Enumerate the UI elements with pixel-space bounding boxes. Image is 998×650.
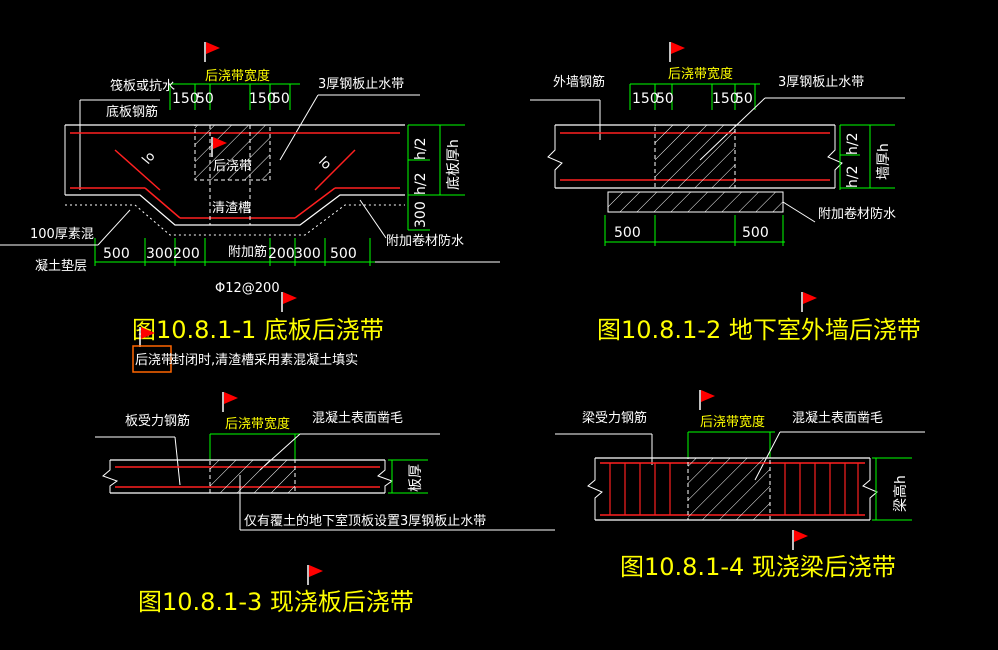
fig1-title: 图10.8.1-1 底板后浇带 [132,316,384,344]
fig1-waterproof-label: 附加卷材防水 [386,233,464,249]
fig2-thickness-label: 墙厚h [876,143,892,180]
fig2-dim-top-1: 150 [632,91,659,107]
fig2-dim-top-4: 50 [735,91,753,107]
fig1-h-half-1: h/2 [413,138,429,161]
fig1-cushion-label-2: 凝土垫层 [35,258,87,274]
fig1-bottom-rebar-label: 底板钢筋 [106,104,158,120]
flag-icon[interactable] [222,392,238,412]
fig1-lo-right: lo [315,154,334,173]
flag-icon[interactable] [669,42,685,62]
flag-icon[interactable] [281,292,297,312]
fig3-note: 仅有覆土的地下室顶板设置3厚钢板止水带 [244,513,486,529]
fig1-dim-top-3: 150 [249,91,276,107]
fig1-band-label: 后浇带 [213,159,252,174]
fig1-dim-bottom-2: 300 [146,246,173,262]
fig1-cushion-label-1: 100厚素混 [30,227,94,242]
fig1-note-highlight-box[interactable] [132,345,172,373]
fig1-dim-top-2: 50 [196,91,214,107]
fig1-post-pour-band [194,124,271,181]
fig1-dim-bottom-1: 500 [103,246,130,262]
figure-4-cast-in-place-beam-post-pour-strip: 后浇带宽度 梁受力钢筋 混凝土表面凿毛 [555,390,925,581]
fig2-wall-rebar-label: 外墙钢筋 [553,74,605,90]
fig3-post-pour-band [209,459,296,494]
figure-1-slab-post-pour-strip: 后浇带宽度 150 50 150 50 筏板或抗水 底板钢筋 3厚钢板止水带 [0,42,500,373]
fig4-post-pour-band [687,457,771,521]
fig2-dim-top-2: 50 [656,91,674,107]
fig1-steel-stop-label: 3厚钢板止水带 [318,77,404,92]
fig2-band-width-label: 后浇带宽度 [668,66,733,82]
flag-icon[interactable] [307,565,323,585]
fig1-dim-bottom-4: 200 [268,246,295,262]
fig4-rebar-label: 梁受力钢筋 [582,410,647,426]
fig1-dim-right: 300 [413,201,429,228]
fig3-band-width-label: 后浇带宽度 [225,416,290,432]
fig4-height-label: 梁高h [892,475,909,512]
fig1-dim-bottom-5: 300 [294,246,321,262]
fig1-band-width-label: 后浇带宽度 [205,68,270,84]
fig1-note-text: 封闭时,清渣槽采用素混凝土填实 [172,352,358,368]
flag-icon[interactable] [204,42,220,62]
fig2-dim-top-3: 150 [712,91,739,107]
fig3-rebar-label: 板受力钢筋 [125,413,190,429]
fig2-h-half-2: h/2 [845,166,861,189]
fig1-lo-left: lo [140,149,159,168]
figure-2-basement-wall-post-pour-strip: 后浇带宽度 150 50 150 50 外墙钢筋 3厚钢板止水带 附加卷材防水 [530,42,921,344]
fig1-raft-label: 筏板或抗水 [110,78,175,94]
figure-3-cast-in-place-slab-post-pour-strip: 后浇带宽度 板受力钢筋 混凝土表面凿毛 板厚 仅有覆土的地下室顶板设置3厚钢板止… [95,392,555,616]
fig2-steel-stop-label: 3厚钢板止水带 [778,75,864,90]
fig3-roughen-label: 混凝土表面凿毛 [312,410,403,426]
fig4-title: 图10.8.1-4 现浇梁后浇带 [620,553,896,581]
fig1-dim-bottom-3: 200 [173,246,200,262]
fig2-waterproof-label: 附加卷材防水 [818,206,896,222]
fig1-dim-top-1: 150 [172,91,199,107]
fig2-h-half-1: h/2 [845,133,861,156]
fig1-thickness-label: 底板厚h [446,139,462,190]
fig1-h-half-2: h/2 [413,173,429,196]
fig1-dim-top-4: 50 [272,91,290,107]
flag-icon[interactable] [699,390,715,410]
fig4-band-width-label: 后浇带宽度 [700,414,765,430]
fig3-thickness-label: 板厚 [408,464,424,492]
fig2-title: 图10.8.1-2 地下室外墙后浇带 [597,316,921,344]
flag-icon[interactable] [801,292,817,312]
flag-icon[interactable] [792,530,808,550]
fig1-note-highlight: 后浇带 [135,353,174,368]
fig1-rebar-spec: Φ12@200 [215,281,280,296]
flag-icon[interactable] [211,137,227,157]
fig1-dim-bottom-6: 500 [330,246,357,262]
fig3-title: 图10.8.1-3 现浇板后浇带 [138,588,414,616]
fig4-roughen-label: 混凝土表面凿毛 [792,410,883,426]
fig2-dim-bottom-1: 500 [614,225,641,241]
fig4-stirrups [609,463,859,515]
fig2-dim-bottom-2: 500 [742,225,769,241]
fig1-groove-label: 清渣槽 [212,201,251,216]
fig1-extra-rebar-label: 附加筋 [228,244,267,260]
fig2-post-pour-band [654,124,736,189]
flag-icon[interactable] [139,327,155,347]
fig2-waterproof-strip [607,191,784,213]
